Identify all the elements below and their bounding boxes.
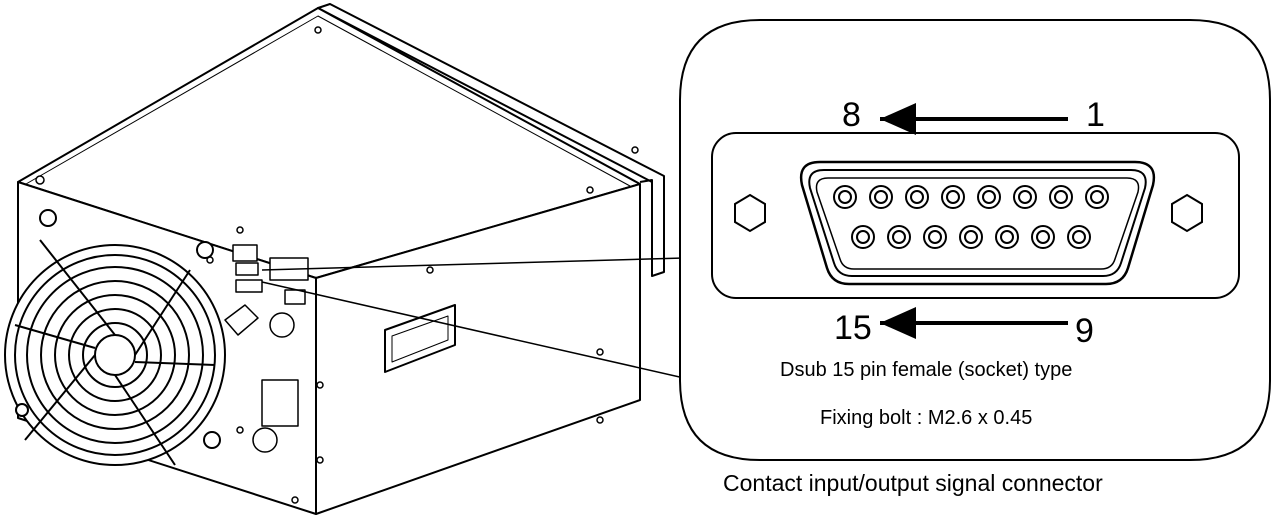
pin-label-15: 15: [834, 309, 872, 347]
pin-label-8: 8: [842, 96, 861, 134]
callout-leaders: [261, 257, 685, 379]
socket-row-bottom: [851, 225, 1091, 249]
mount-hole-left-hex: [734, 193, 766, 233]
pin-label-1: 1: [1086, 96, 1105, 134]
socket-row-top: [833, 185, 1109, 209]
fan: [4, 209, 226, 466]
pin-label-9: 9: [1075, 312, 1094, 350]
fixing-bolt-text: Fixing bolt : M2.6 x 0.45: [820, 407, 1033, 429]
figure-caption: Contact input/output signal connector: [723, 470, 1103, 496]
screws: [26, 26, 639, 504]
connector-type-text: Dsub 15 pin female (socket) type: [780, 359, 1073, 381]
power-unit-drawing: [4, 3, 665, 515]
dsub-connector: [711, 132, 1240, 299]
connector-plate: [711, 132, 1240, 299]
dsub-shell-mid: [808, 169, 1147, 277]
mount-hole-right-hex: [1171, 193, 1203, 233]
dsub-shell-outer: [799, 160, 1156, 286]
dsub-shell-inner: [815, 177, 1140, 270]
